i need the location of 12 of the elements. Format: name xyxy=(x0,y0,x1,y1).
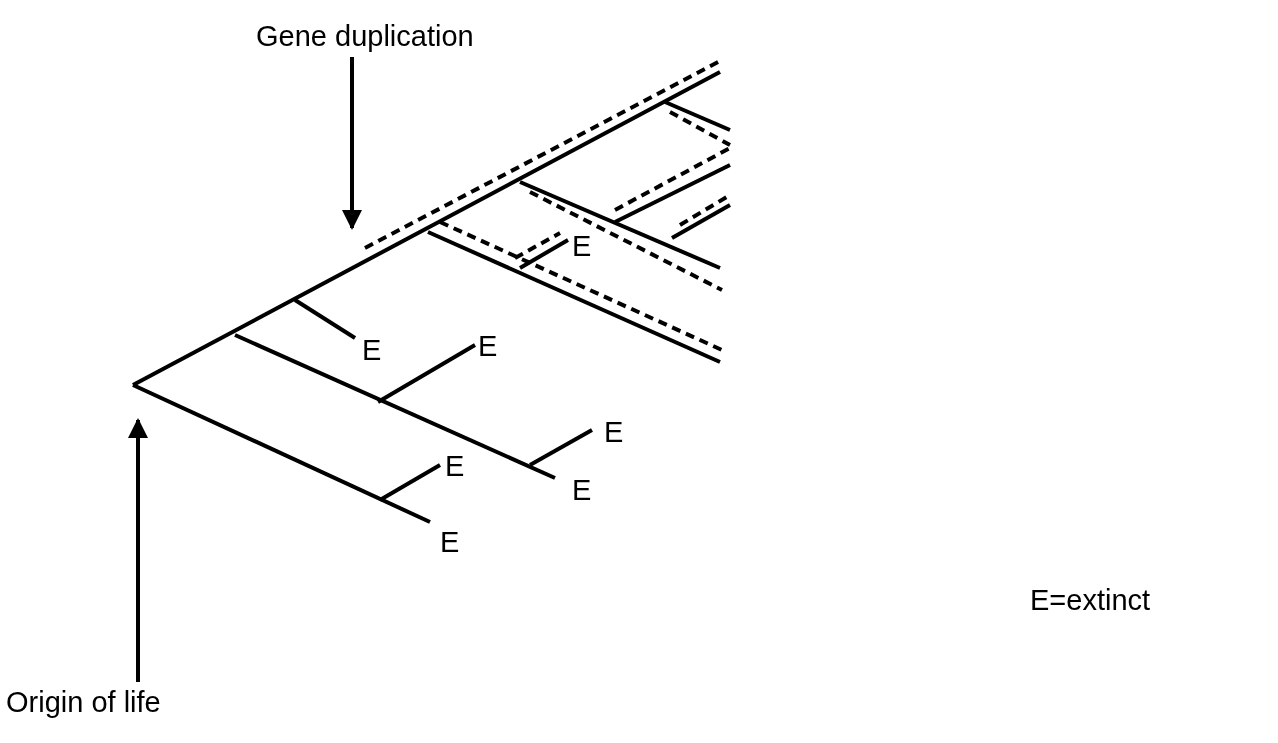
leader-arrow xyxy=(342,57,362,230)
extinct-marker-label: E xyxy=(445,452,465,481)
leader-arrow xyxy=(128,418,148,682)
annotation-label: Origin of life xyxy=(6,688,161,717)
extinct-marker-label: E xyxy=(572,476,592,505)
extinct-marker-label: E xyxy=(572,232,592,261)
annotation-label: Gene duplication xyxy=(256,22,474,51)
extinct-marker-label: E xyxy=(604,418,624,447)
extinct-marker-label: E xyxy=(478,332,498,361)
extinct-marker-label: E xyxy=(362,336,382,365)
extinct-marker-label: E xyxy=(440,528,460,557)
legend-note: E=extinct xyxy=(1030,586,1151,615)
